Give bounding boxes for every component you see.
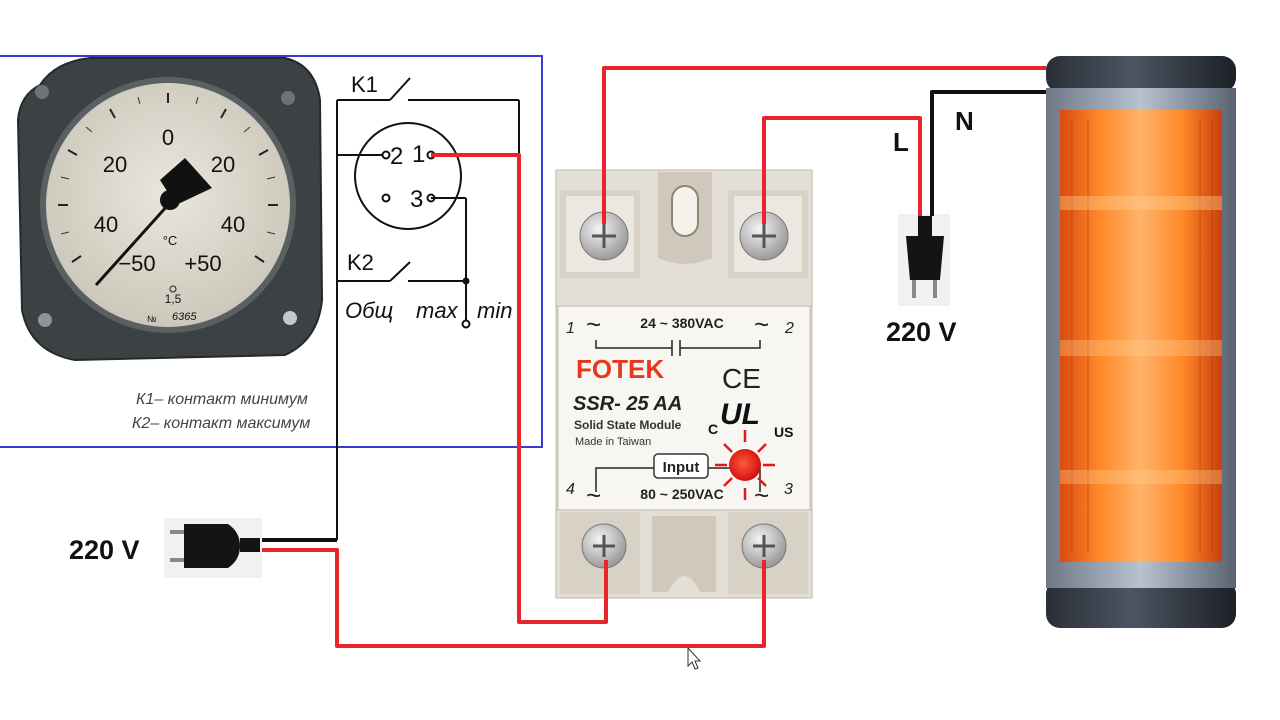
relay-led-rays bbox=[715, 430, 775, 500]
scale-label-left-40: 40 bbox=[94, 212, 118, 237]
power-plug-left bbox=[164, 518, 262, 578]
contact-pin-3: 3 bbox=[410, 186, 423, 213]
solid-state-relay bbox=[555, 169, 813, 599]
power-plug-right bbox=[898, 214, 950, 306]
dial-thermometer: 0 20 20 40 40 −50 +50 °C 1,5 № 6365 bbox=[16, 57, 324, 362]
unit-label: °C bbox=[163, 233, 178, 248]
legend-k1: К1– контакт минимум bbox=[136, 391, 308, 408]
relay-ul-mark: UL bbox=[720, 398, 760, 431]
scale-label-right-20: 20 bbox=[211, 152, 235, 177]
contact-min-label: min bbox=[477, 298, 512, 323]
power-left-voltage: 220 V bbox=[69, 535, 140, 565]
accuracy-label: 1,5 bbox=[165, 292, 182, 306]
contact-common-label: Общ bbox=[345, 298, 393, 323]
relay-input-label: Input bbox=[663, 459, 700, 476]
scale-label-plus-50: +50 bbox=[184, 251, 221, 276]
relay-brand: FOTEK bbox=[576, 354, 664, 384]
relay-pin-2: 2 bbox=[784, 320, 794, 337]
relay-origin: Made in Taiwan bbox=[575, 436, 651, 448]
scale-label-right-40: 40 bbox=[221, 212, 245, 237]
scale-label-left-20: 20 bbox=[103, 152, 127, 177]
contact-k2-label: K2 bbox=[347, 250, 374, 275]
wires-black bbox=[262, 90, 1046, 542]
relay-model: SSR- 25 AA bbox=[573, 393, 682, 415]
power-right-voltage: 220 V bbox=[886, 317, 957, 347]
mouse-cursor-icon bbox=[687, 646, 702, 670]
serial-prefix: № bbox=[147, 314, 157, 324]
relay-ce-mark: CE bbox=[722, 363, 761, 394]
dial-needle bbox=[94, 203, 170, 287]
contact-max-label: max bbox=[416, 298, 459, 323]
contact-k1-label: K1 bbox=[351, 72, 378, 97]
contact-pin-1: 1 bbox=[412, 141, 425, 168]
relay-pin-4: 4 bbox=[566, 481, 575, 498]
thermometer-frame bbox=[0, 55, 543, 448]
relay-control-voltage: 80 ~ 250VAC bbox=[640, 486, 723, 502]
relay-tilde-4: ~ bbox=[586, 480, 601, 510]
relay-tilde-2: ~ bbox=[754, 309, 769, 339]
relay-ul-c: C bbox=[708, 421, 718, 437]
contact-pin-2: 2 bbox=[390, 143, 403, 170]
relay-module-type: Solid State Module bbox=[574, 418, 682, 432]
relay-load-voltage: 24 ~ 380VAC bbox=[640, 315, 723, 331]
relay-input-box bbox=[653, 453, 709, 479]
line-label: L bbox=[893, 127, 909, 157]
serial-number: 6365 bbox=[172, 311, 197, 323]
neutral-label: N bbox=[955, 106, 974, 136]
relay-led bbox=[729, 449, 761, 481]
relay-tilde-3: ~ bbox=[754, 480, 769, 510]
legend-k2: К2– контакт максимум bbox=[132, 415, 310, 432]
wires-red bbox=[262, 66, 1046, 648]
scale-label-0: 0 bbox=[162, 125, 174, 150]
relay-pin-3: 3 bbox=[784, 481, 793, 498]
infrared-heater bbox=[1046, 56, 1236, 628]
contact-schematic bbox=[336, 77, 520, 540]
relay-pin-1: 1 bbox=[566, 320, 575, 337]
relay-tilde-1: ~ bbox=[586, 309, 601, 339]
relay-ul-us: US bbox=[774, 424, 793, 440]
